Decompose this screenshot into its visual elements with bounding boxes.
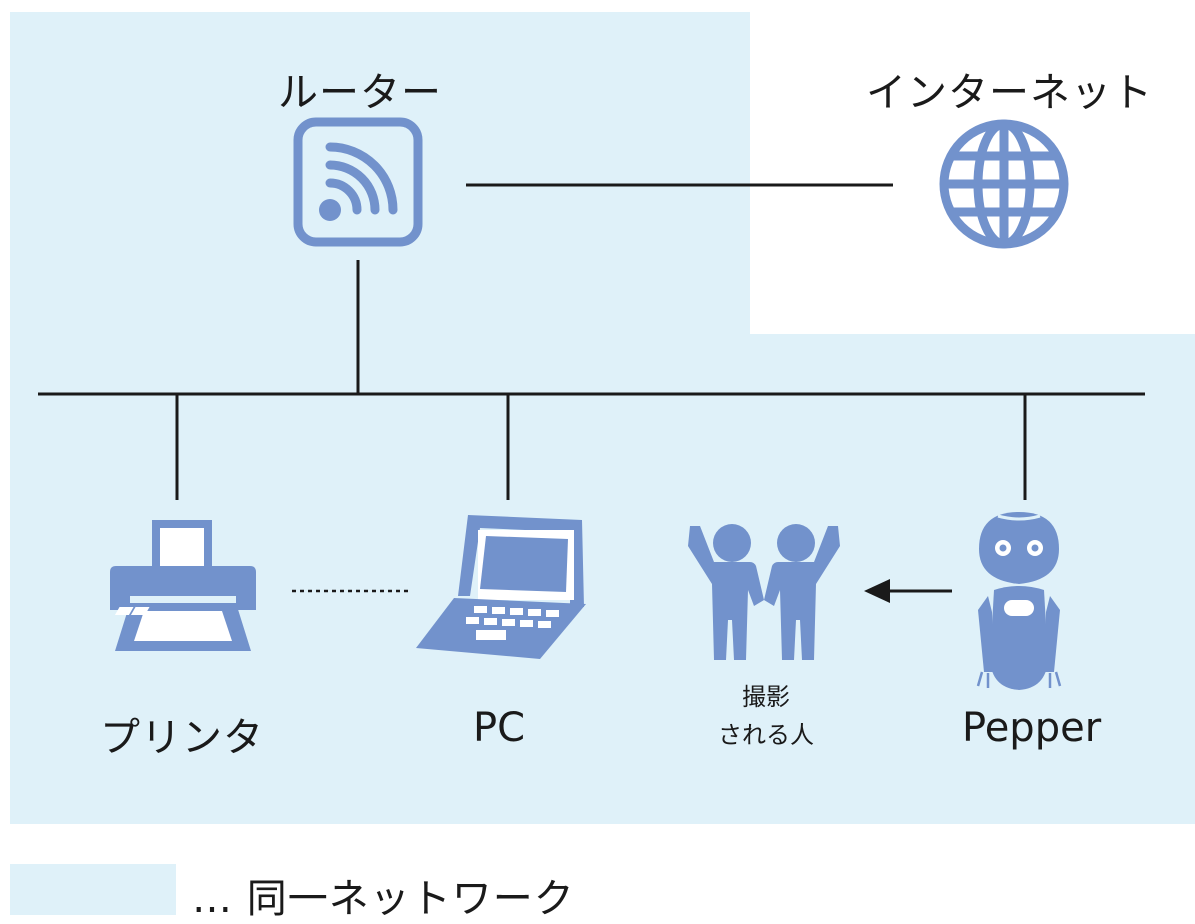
pc-label: PC xyxy=(473,705,526,751)
connection-lines xyxy=(38,183,1145,593)
pepper-label: Pepper xyxy=(962,705,1102,751)
printer-icon xyxy=(110,520,256,651)
people-icon xyxy=(688,524,840,660)
globe-icon xyxy=(939,119,1069,249)
router-label: ルーター xyxy=(278,70,442,116)
arrow-head xyxy=(864,579,890,603)
person-label-line2: される人 xyxy=(718,721,814,749)
wifi-router-icon xyxy=(293,117,423,247)
robot-icon xyxy=(976,512,1062,690)
same-network-area xyxy=(10,12,1195,824)
legend-swatch xyxy=(10,864,176,915)
person-label: 撮影 される人 xyxy=(706,678,826,754)
internet-label: インターネット xyxy=(866,70,1153,116)
legend-text: … 同一ネットワーク xyxy=(192,876,575,922)
person-label-line1: 撮影 xyxy=(742,683,790,711)
printer-label: プリンタ xyxy=(100,715,264,761)
laptop-icon xyxy=(114,515,586,659)
